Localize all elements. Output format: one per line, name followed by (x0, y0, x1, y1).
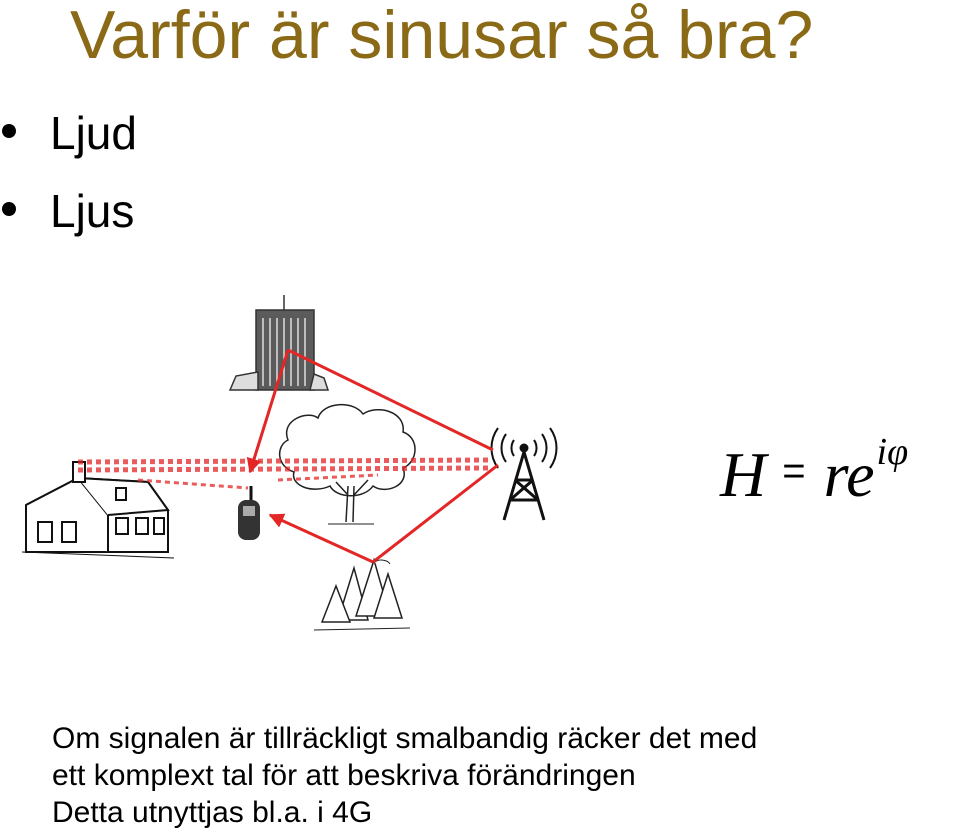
tree-icon (279, 403, 416, 525)
house-icon (21, 461, 175, 559)
formula-exponent: iφ (876, 431, 909, 473)
bullet-dot (2, 124, 16, 138)
bullet-label: Ljus (50, 185, 135, 237)
forest-icon (313, 557, 411, 631)
direct-signal-beam (77, 457, 489, 490)
formula-rhs: re (823, 439, 875, 510)
bullet-label: Ljud (50, 107, 137, 159)
slide-title: Varför är sinusar så bra? (70, 0, 814, 73)
formula-equals: = (782, 449, 806, 493)
formula: H = reiφ (720, 430, 908, 512)
caption-line: Detta utnyttjas bl.a. i 4G (52, 796, 373, 829)
bullet-list: Ljud Ljus (0, 100, 137, 256)
signal-paths (246, 348, 499, 564)
bullet-item-ljud: Ljud (0, 100, 137, 178)
caption-line: Om signalen är tillräckligt smalbandig r… (52, 722, 758, 755)
multipath-illustration (21, 295, 558, 631)
bullet-item-ljus: Ljus (0, 178, 137, 256)
caption-line: ett komplext tal för att beskriva föränd… (52, 759, 636, 792)
caption-text: Om signalen är tillräckligt smalbandig r… (52, 720, 757, 831)
mobile-phone-icon (238, 486, 260, 540)
formula-lhs: H (720, 439, 767, 510)
cell-tower-icon (490, 427, 558, 521)
office-building-icon (228, 295, 330, 391)
bullet-dot (2, 202, 16, 216)
